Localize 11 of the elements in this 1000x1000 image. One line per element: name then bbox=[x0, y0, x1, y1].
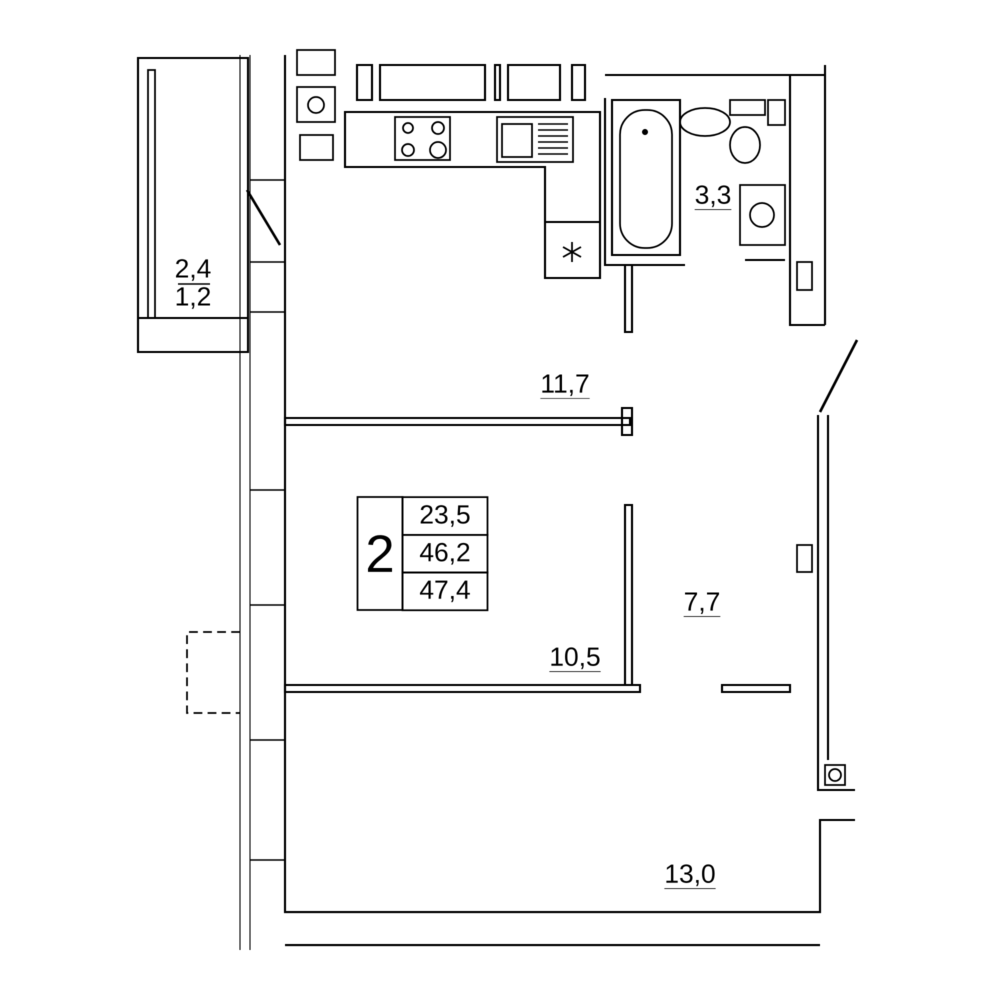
area-label: 7,7 bbox=[683, 592, 721, 617]
table-cell: 46,2 bbox=[402, 534, 488, 574]
area-label: 3,3 bbox=[694, 185, 732, 210]
area-label: 11,7 bbox=[540, 374, 590, 399]
table-cell: 23,5 bbox=[402, 496, 488, 536]
area-label: 13,0 bbox=[664, 864, 716, 889]
area-label: 10,5 bbox=[549, 647, 601, 672]
area-label: 1,2 bbox=[176, 287, 210, 309]
room-count-cell: 2 bbox=[356, 496, 404, 611]
area-label: 2,4 bbox=[176, 259, 211, 281]
table-cell: 47,4 bbox=[402, 572, 488, 612]
